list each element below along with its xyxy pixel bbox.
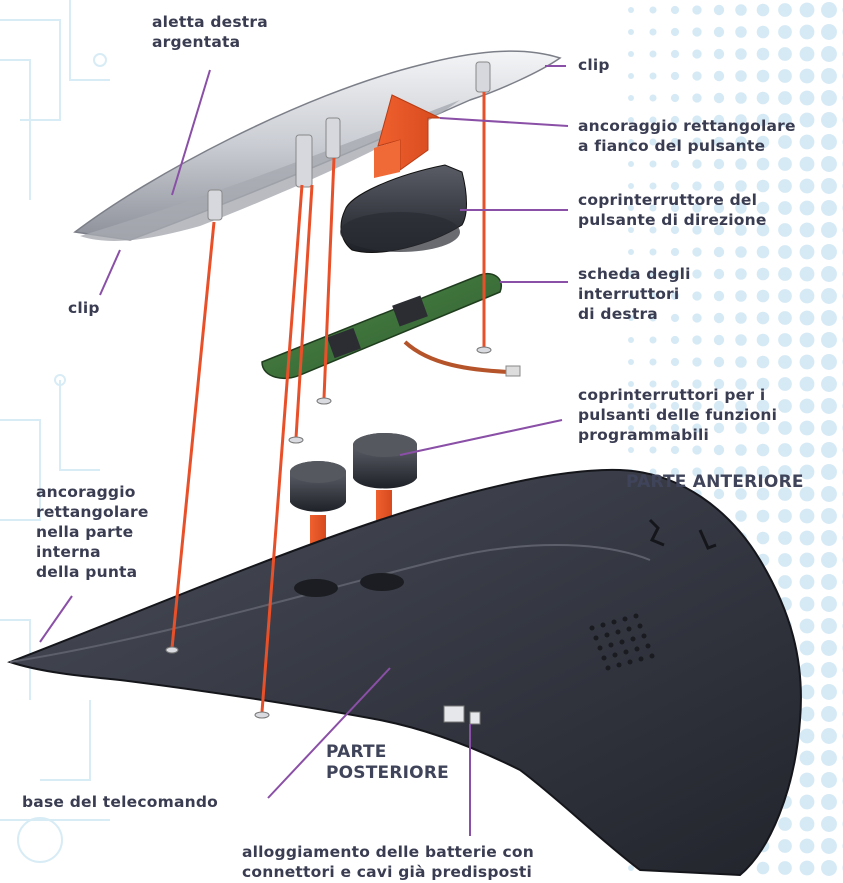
label-base: base del telecomando — [22, 792, 218, 812]
direction-switch-cover — [340, 165, 467, 252]
label-front-part: PARTE ANTERIORE — [626, 472, 804, 493]
label-switch-board: scheda degli interruttori di destra — [578, 264, 691, 324]
label-silver-wing: aletta destra argentata — [152, 12, 268, 52]
silver-wing-part — [75, 51, 560, 241]
label-clip-top: clip — [578, 55, 610, 75]
label-tip-anchor: ancoraggio rettangolare nella parte inte… — [36, 482, 149, 582]
label-direction-cover: coprinterruttore del pulsante di direzio… — [578, 190, 767, 230]
label-rear-part: PARTE POSTERIORE — [326, 742, 449, 784]
label-clip-left: clip — [68, 298, 100, 318]
label-battery-housing: alloggiamento delle batterie con connett… — [242, 842, 534, 882]
label-side-anchor: ancoraggio rettangolare a fianco del pul… — [578, 116, 796, 156]
label-function-covers: coprinterruttori per i pulsanti delle fu… — [578, 385, 777, 445]
background-circuit-traces — [0, 0, 110, 862]
